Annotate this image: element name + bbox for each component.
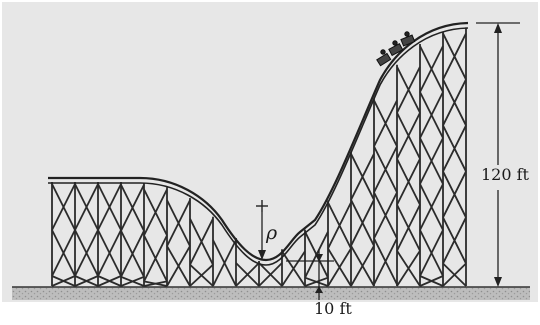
rider-head — [392, 40, 398, 46]
trestle-brace — [120, 230, 145, 278]
trestle-brace — [373, 237, 398, 285]
trestle-brace — [51, 229, 76, 277]
trestle-brace — [419, 183, 444, 231]
trestle-brace — [281, 250, 306, 287]
track-rail-lower — [48, 27, 469, 266]
trestle-brace — [304, 276, 329, 287]
trestle-brace — [373, 99, 398, 147]
trestle-brace — [120, 184, 145, 232]
trestle-brace — [419, 137, 444, 185]
rider-head — [404, 31, 410, 37]
trestle-brace — [396, 250, 421, 287]
trestle-brace — [350, 245, 375, 287]
trestle-brace — [442, 33, 467, 80]
trestle-brace — [143, 280, 168, 287]
trestle-brace — [74, 275, 99, 287]
trestle-brace — [373, 145, 398, 193]
trestle-brace — [396, 66, 421, 114]
depth-label: 10 ft — [314, 299, 352, 318]
background-panel — [2, 2, 538, 302]
trestle-brace — [442, 262, 467, 287]
trestle-brace — [51, 275, 76, 287]
trestle-brace — [442, 171, 467, 218]
trestle-brace — [235, 262, 260, 287]
trestle-brace — [419, 45, 444, 93]
depth-arrow-bottom — [315, 286, 323, 293]
trestle-brace — [396, 204, 421, 252]
rider-head — [380, 49, 386, 55]
coaster-car — [376, 52, 392, 67]
trestle-brace — [97, 275, 122, 287]
trestle-brace — [396, 112, 421, 160]
coaster-car — [400, 34, 416, 47]
height-arrow-bottom — [494, 277, 502, 287]
trestle-brace — [143, 188, 168, 236]
trestle-brace — [396, 158, 421, 206]
trestle-brace — [419, 229, 444, 277]
trestle-brace — [120, 275, 145, 287]
trestle-brace — [74, 229, 99, 277]
ground — [12, 287, 530, 300]
trestle-brace — [373, 191, 398, 239]
height-arrow-top — [494, 23, 502, 33]
height-label: 120 ft — [480, 165, 530, 184]
curvature-radius-label: ρ — [266, 222, 278, 244]
trestle-brace — [442, 125, 467, 172]
trestle-brace — [143, 234, 168, 282]
trestle-brace — [350, 153, 375, 201]
trestle-brace — [258, 262, 283, 287]
curvature-center-marker — [256, 200, 268, 212]
trestle-brace — [419, 91, 444, 139]
trestle-structure — [51, 27, 467, 287]
trestle-brace — [442, 217, 467, 264]
trestle-brace — [442, 79, 467, 126]
trestle-brace — [327, 202, 352, 249]
trestle-brace — [97, 183, 122, 231]
depth-arrow-top — [315, 254, 323, 262]
trestle-brace — [189, 218, 214, 266]
trestle-brace — [327, 248, 352, 287]
coaster-car — [388, 42, 404, 57]
trestle-brace — [419, 275, 444, 287]
trestle-brace — [74, 183, 99, 231]
trestle-brace — [166, 199, 191, 247]
coaster-train — [376, 31, 416, 67]
trestle-brace — [212, 239, 237, 287]
trestle-brace — [97, 229, 122, 277]
trestle-brace — [350, 199, 375, 247]
trestle-brace — [189, 264, 214, 287]
radius-arrowhead — [258, 250, 266, 260]
trestle-brace — [51, 183, 76, 231]
trestle-brace — [166, 245, 191, 287]
track-rail-upper — [48, 21, 469, 262]
